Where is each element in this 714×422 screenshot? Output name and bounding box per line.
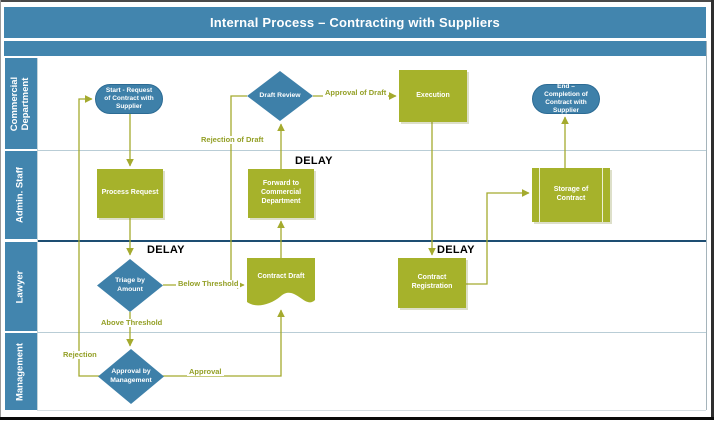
document-shape	[247, 258, 315, 306]
lane-label-lawyer: Lawyer	[5, 242, 37, 331]
lane-frame-right-line	[706, 41, 707, 410]
node-start-terminator: Start - Request of Contract with Supplie…	[95, 84, 163, 114]
node-storage-of-contract-predefined-process: Storage of Contract	[532, 168, 610, 222]
lane-separator-commercial-admin	[37, 150, 706, 151]
node-process-request: Process Request	[97, 169, 163, 218]
lane-label-admin-staff: Admin. Staff	[5, 151, 37, 239]
delay-annotation-triage: DELAY	[147, 244, 185, 256]
connector-draft-review-rejection-to-contract-draft	[230, 95, 247, 284]
lane-separator-admin-lawyer	[37, 240, 706, 242]
lane-separator-lawyer-management	[37, 332, 706, 333]
edge-label-above-threshold: Above Threshold	[99, 318, 165, 328]
node-execution-process: Execution	[399, 70, 467, 122]
node-label: Contract Draft	[257, 272, 305, 280]
lane-label-commercial-department: Commercial Department	[5, 58, 37, 149]
delay-annotation-forward: DELAY	[295, 155, 333, 167]
predefined-process-left-bar	[539, 168, 540, 222]
edge-label-approval: Approval	[187, 367, 224, 377]
edge-label-below-threshold: Below Threshold	[176, 279, 241, 289]
edge-label-rejection: Rejection	[61, 350, 99, 360]
phase-band	[4, 41, 706, 56]
node-label: Storage of Contract	[553, 186, 589, 202]
delay-annotation-contract-registration: DELAY	[437, 244, 475, 256]
lane-frame-left-line	[37, 58, 38, 410]
node-forward-to-commercial-department: Forward to Commercial Department	[248, 169, 314, 218]
node-end-terminator: End – Completion of Contract with Suppli…	[532, 83, 600, 114]
diagram-title: Internal Process – Contracting with Supp…	[4, 7, 706, 38]
connector-approval-mgmt-rejection-to-start	[78, 95, 101, 377]
node-contract-registration: Contract Registration	[398, 258, 466, 308]
lane-label-management: Management	[5, 333, 37, 410]
edge-label-approval-of-draft: Approval of Draft	[323, 88, 389, 98]
frame-border-top	[0, 0, 714, 2]
predefined-process-right-bar	[602, 168, 603, 222]
lane-frame-bottom-line	[37, 410, 706, 411]
connector-contract-registration-to-storage	[466, 189, 530, 285]
frame-border-bottom	[0, 417, 714, 420]
frame-border-right	[711, 0, 714, 419]
node-contract-draft-document: Contract Draft	[247, 258, 315, 312]
frame-border-left	[0, 0, 1, 418]
edge-label-rejection-of-draft: Rejection of Draft	[199, 135, 266, 145]
